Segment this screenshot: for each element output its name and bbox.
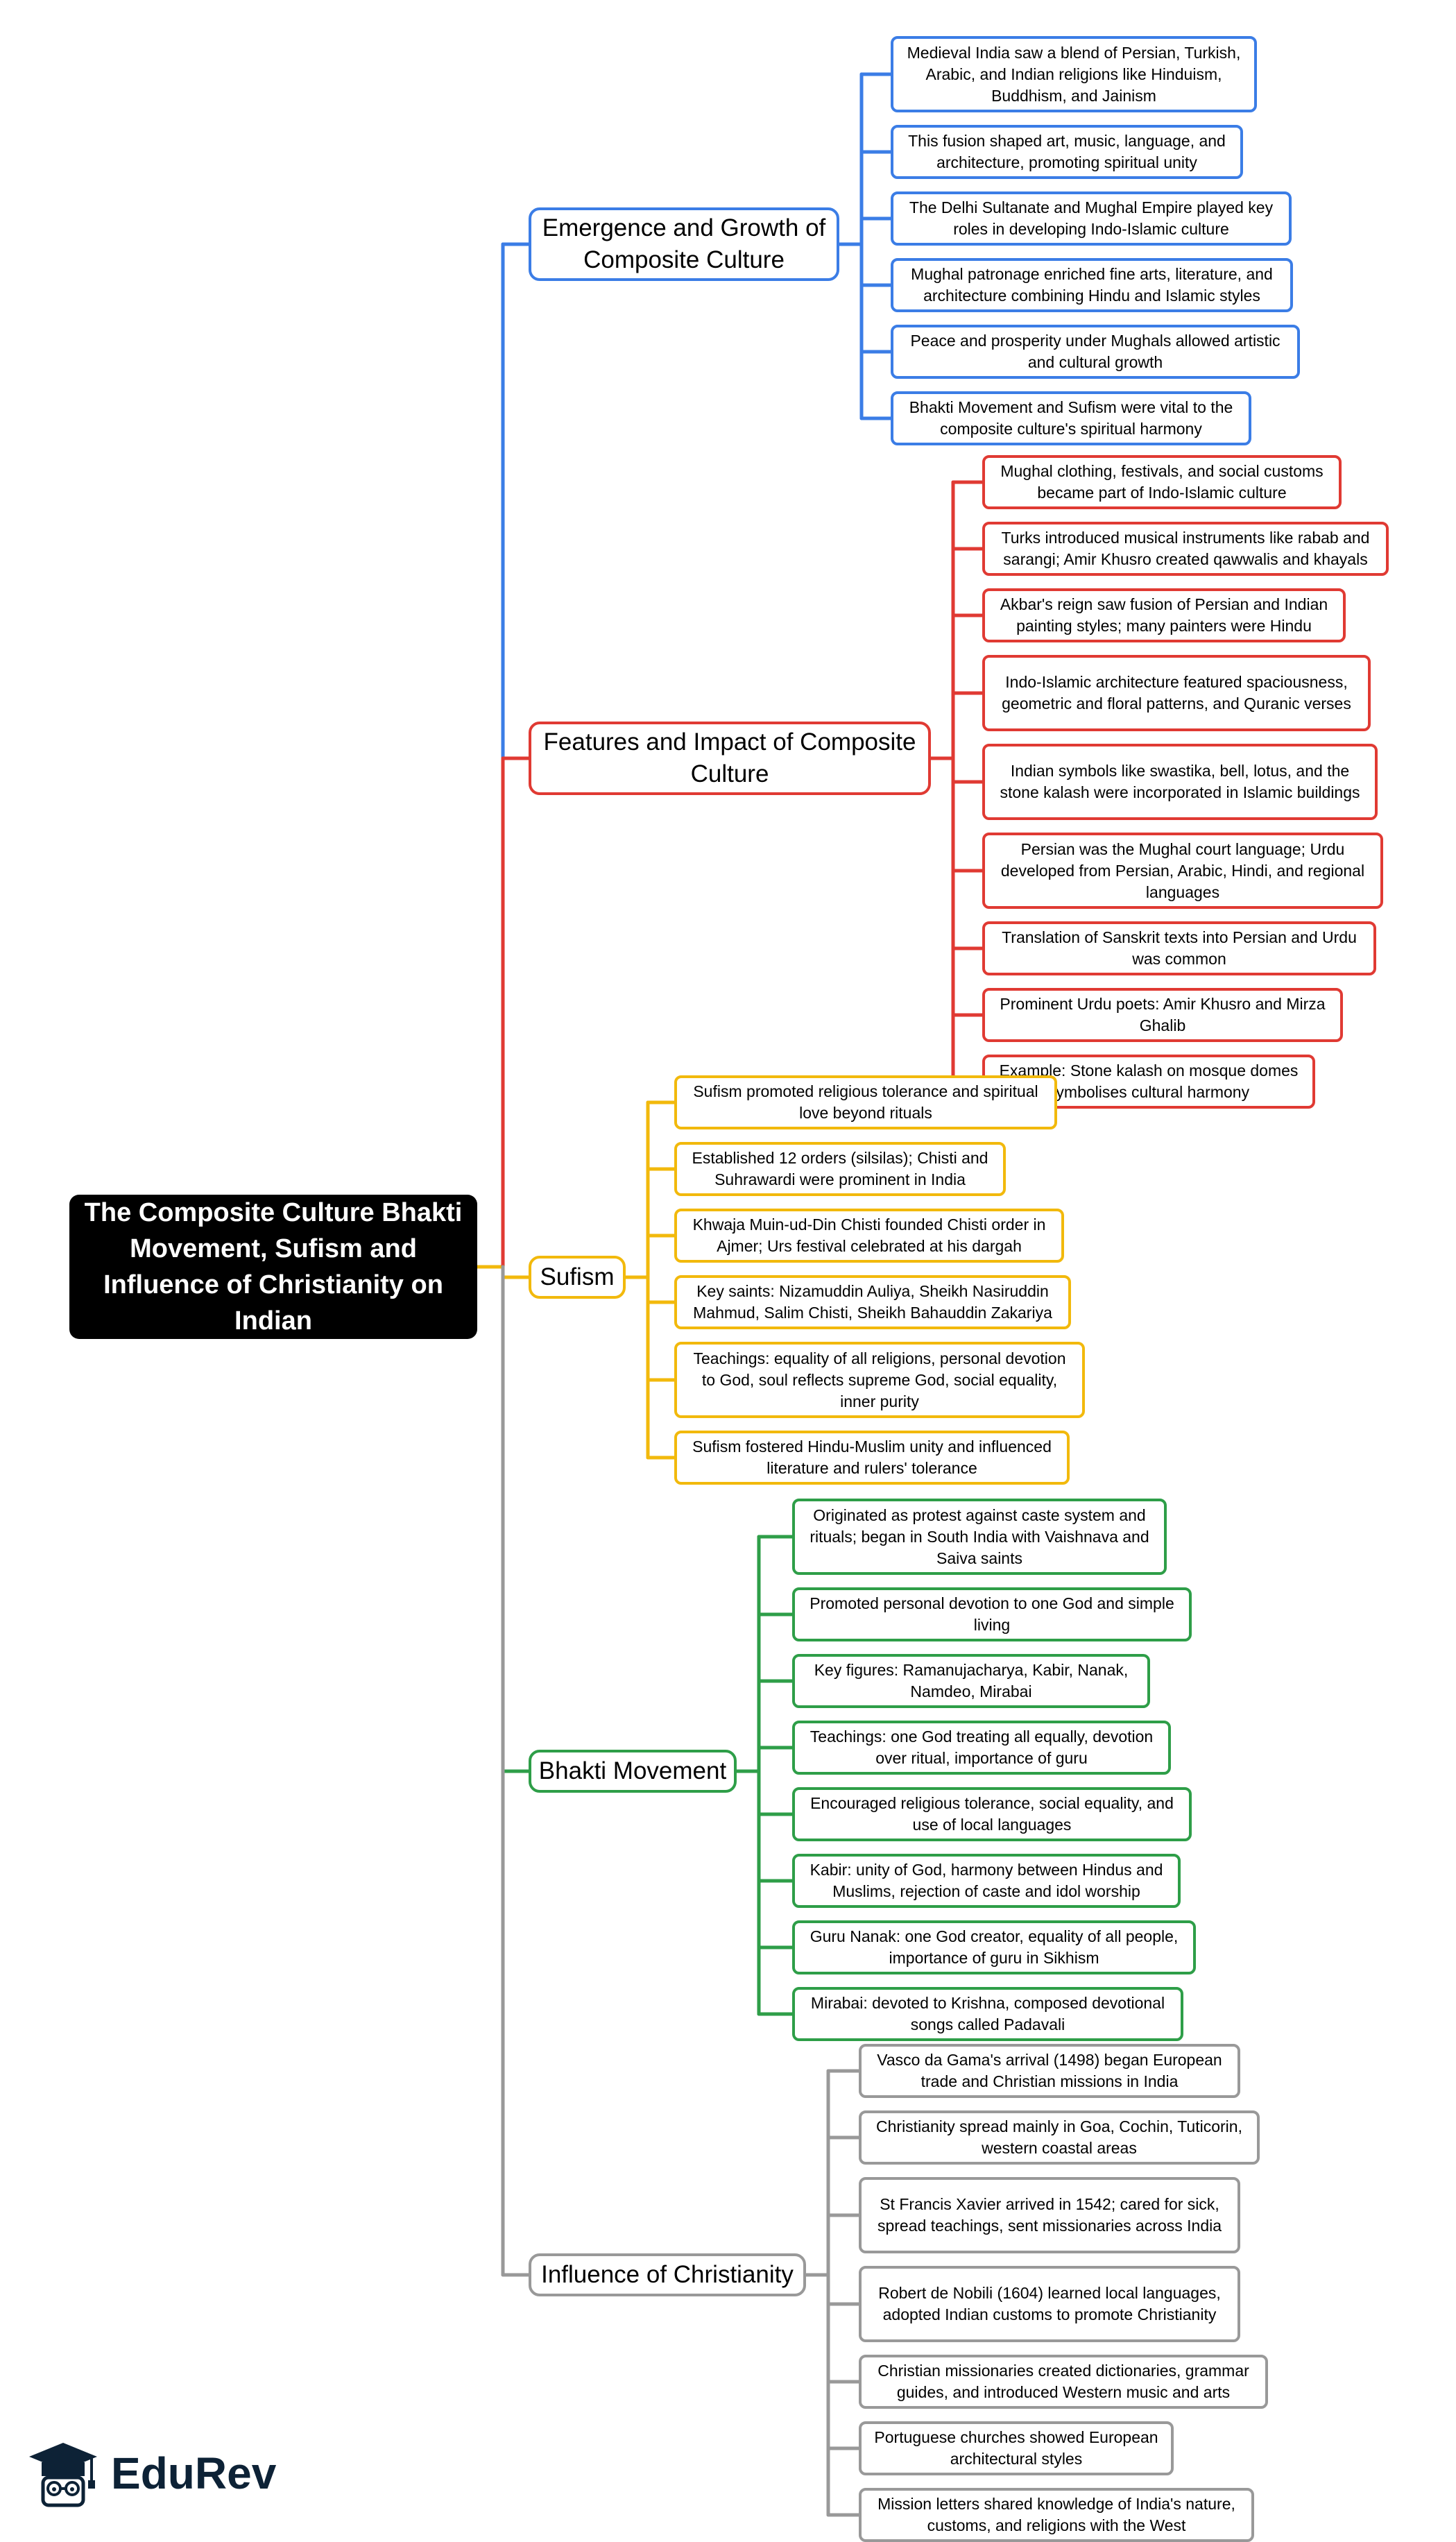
branch-sufism[interactable]: Sufism xyxy=(529,1256,626,1299)
leaf-bhakti-movement-3[interactable]: Key figures: Ramanujacharya, Kabir, Nana… xyxy=(792,1654,1150,1708)
leaf-bhakti-movement-8[interactable]: Mirabai: devoted to Krishna, composed de… xyxy=(792,1987,1183,2041)
leaf-features-and-impact-of-composite-culture-4[interactable]: Indo-Islamic architecture featured spaci… xyxy=(982,655,1371,731)
leaf-emergence-and-growth-of-composite-culture-1[interactable]: Medieval India saw a blend of Persian, T… xyxy=(891,36,1257,112)
leaf-features-and-impact-of-composite-culture-5[interactable]: Indian symbols like swastika, bell, lotu… xyxy=(982,744,1378,820)
leaf-influence-of-christianity-7[interactable]: Mission letters shared knowledge of Indi… xyxy=(859,2488,1254,2542)
leaf-influence-of-christianity-3[interactable]: St Francis Xavier arrived in 1542; cared… xyxy=(859,2177,1240,2253)
leaf-sufism-4[interactable]: Key saints: Nizamuddin Auliya, Sheikh Na… xyxy=(674,1275,1071,1329)
edurev-logo[interactable]: EduRev xyxy=(25,2439,276,2508)
leaf-bhakti-movement-7[interactable]: Guru Nanak: one God creator, equality of… xyxy=(792,1920,1196,1974)
leaf-features-and-impact-of-composite-culture-3[interactable]: Akbar's reign saw fusion of Persian and … xyxy=(982,588,1346,642)
leaf-emergence-and-growth-of-composite-culture-2[interactable]: This fusion shaped art, music, language,… xyxy=(891,125,1243,179)
leaf-features-and-impact-of-composite-culture-8[interactable]: Prominent Urdu poets: Amir Khusro and Mi… xyxy=(982,988,1343,1042)
leaf-features-and-impact-of-composite-culture-6[interactable]: Persian was the Mughal court language; U… xyxy=(982,833,1383,909)
logo-text: EduRev xyxy=(111,2448,277,2498)
branch-features-and-impact-of-composite-culture[interactable]: Features and Impact of Composite Culture xyxy=(529,722,931,795)
leaf-features-and-impact-of-composite-culture-1[interactable]: Mughal clothing, festivals, and social c… xyxy=(982,455,1342,509)
branch-bhakti-movement[interactable]: Bhakti Movement xyxy=(529,1750,737,1793)
leaf-influence-of-christianity-6[interactable]: Portuguese churches showed European arch… xyxy=(859,2421,1174,2475)
leaf-influence-of-christianity-4[interactable]: Robert de Nobili (1604) learned local la… xyxy=(859,2266,1240,2342)
leaf-sufism-5[interactable]: Teachings: equality of all religions, pe… xyxy=(674,1342,1085,1418)
leaf-bhakti-movement-2[interactable]: Promoted personal devotion to one God an… xyxy=(792,1587,1192,1641)
root-node: The Composite Culture Bhakti Movement, S… xyxy=(69,1195,477,1339)
leaf-influence-of-christianity-5[interactable]: Christian missionaries created dictionar… xyxy=(859,2355,1268,2409)
branch-influence-of-christianity[interactable]: Influence of Christianity xyxy=(529,2253,806,2296)
leaf-sufism-2[interactable]: Established 12 orders (silsilas); Chisti… xyxy=(674,1142,1006,1196)
leaf-sufism-1[interactable]: Sufism promoted religious tolerance and … xyxy=(674,1075,1057,1129)
leaf-features-and-impact-of-composite-culture-2[interactable]: Turks introduced musical instruments lik… xyxy=(982,522,1389,576)
leaf-emergence-and-growth-of-composite-culture-3[interactable]: The Delhi Sultanate and Mughal Empire pl… xyxy=(891,191,1292,246)
leaf-bhakti-movement-6[interactable]: Kabir: unity of God, harmony between Hin… xyxy=(792,1854,1181,1908)
leaf-bhakti-movement-5[interactable]: Encouraged religious tolerance, social e… xyxy=(792,1787,1192,1841)
graduation-cap-mascot-icon xyxy=(29,2443,97,2507)
leaf-emergence-and-growth-of-composite-culture-4[interactable]: Mughal patronage enriched fine arts, lit… xyxy=(891,258,1293,312)
leaf-bhakti-movement-4[interactable]: Teachings: one God treating all equally,… xyxy=(792,1721,1171,1775)
leaf-emergence-and-growth-of-composite-culture-5[interactable]: Peace and prosperity under Mughals allow… xyxy=(891,325,1300,379)
leaf-emergence-and-growth-of-composite-culture-6[interactable]: Bhakti Movement and Sufism were vital to… xyxy=(891,391,1251,445)
branch-emergence-and-growth-of-composite-culture[interactable]: Emergence and Growth of Composite Cultur… xyxy=(529,207,839,281)
leaf-influence-of-christianity-1[interactable]: Vasco da Gama's arrival (1498) began Eur… xyxy=(859,2044,1240,2098)
leaf-features-and-impact-of-composite-culture-7[interactable]: Translation of Sanskrit texts into Persi… xyxy=(982,921,1376,975)
leaf-influence-of-christianity-2[interactable]: Christianity spread mainly in Goa, Cochi… xyxy=(859,2110,1260,2165)
leaf-sufism-3[interactable]: Khwaja Muin-ud-Din Chisti founded Chisti… xyxy=(674,1209,1064,1263)
leaf-sufism-6[interactable]: Sufism fostered Hindu-Muslim unity and i… xyxy=(674,1431,1070,1485)
leaf-bhakti-movement-1[interactable]: Originated as protest against caste syst… xyxy=(792,1499,1167,1575)
